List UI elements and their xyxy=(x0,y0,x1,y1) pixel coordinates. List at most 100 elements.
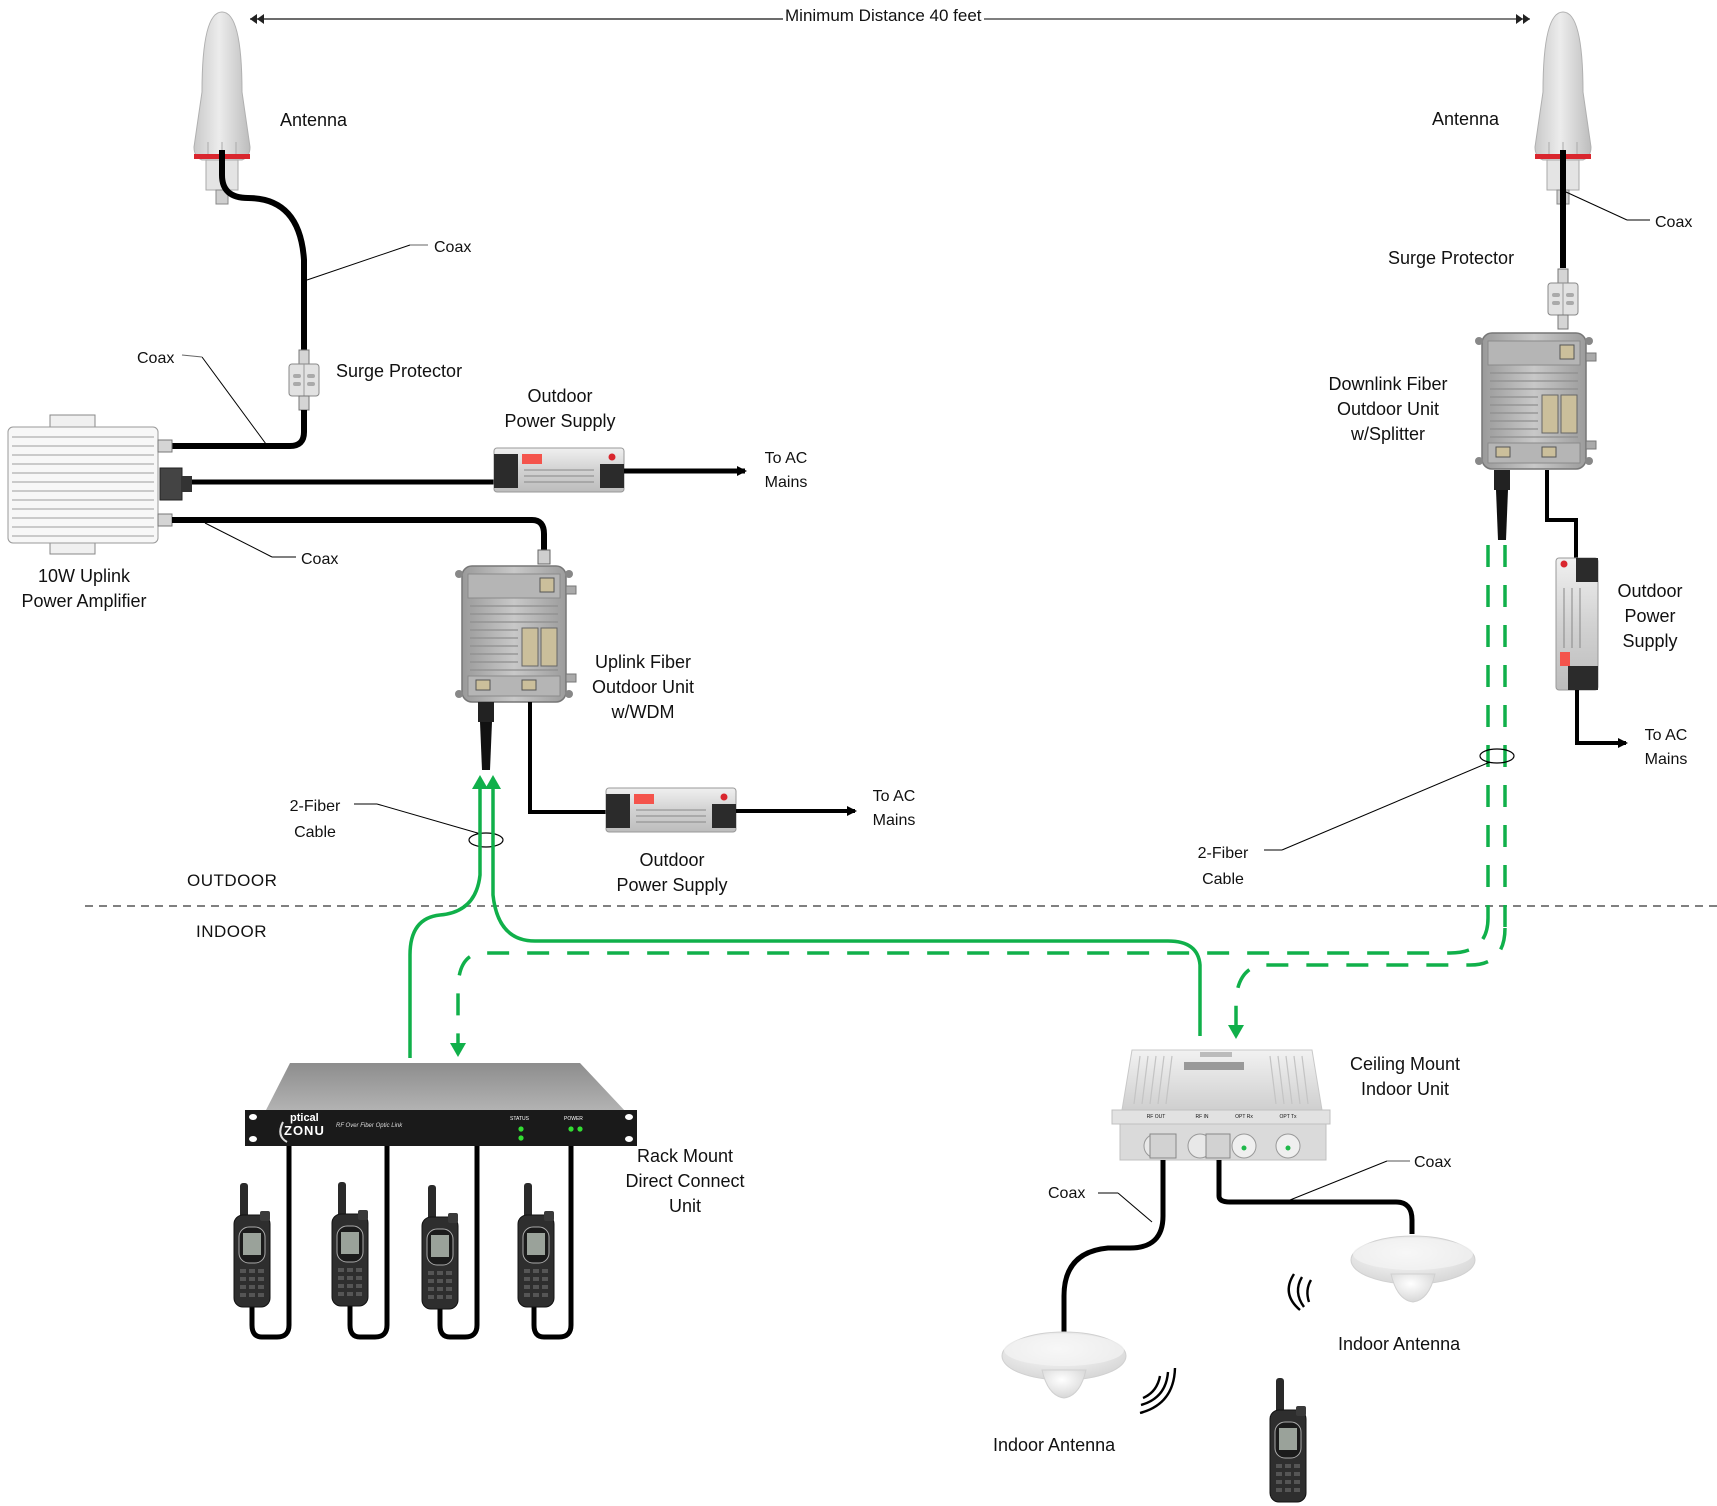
right-antenna-label: Antenna xyxy=(1432,109,1500,129)
label-line: Power Supply xyxy=(616,875,728,895)
uplink-fiber-from-rack xyxy=(408,775,488,1058)
label-line: 2-Fiber xyxy=(1197,845,1249,862)
right-coax-label: Coax xyxy=(1655,214,1693,231)
label-line: Supply xyxy=(1622,631,1678,651)
label-line: Outdoor xyxy=(1617,581,1683,601)
right-psu-to-ac-arrow xyxy=(1575,690,1628,748)
label-line: Mains xyxy=(1644,751,1688,768)
label-line: 2-Fiber xyxy=(289,798,341,815)
indoor-antenna-left-label: Indoor Antenna xyxy=(993,1435,1116,1455)
indoor-coax-left-leader xyxy=(1117,1192,1153,1223)
label-line: 10W Uplink xyxy=(37,566,131,586)
rack-mount-unit-label: Rack Mount Direct Connect Unit xyxy=(610,1144,760,1219)
port-label-rf-in: RF IN xyxy=(1195,1114,1209,1120)
right-coax-leader xyxy=(1565,191,1628,221)
label-line: Power Amplifier xyxy=(21,591,147,611)
right-ac-mains-label: To AC Mains xyxy=(1636,724,1696,772)
label-line: To AC xyxy=(764,450,808,467)
label-line: Outdoor xyxy=(527,386,593,406)
top-power-supply-label: Outdoor Power Supply xyxy=(490,384,630,434)
left-coax-bottom-label: Coax xyxy=(301,551,339,568)
indoor-dome-antenna-right-icon xyxy=(1350,1235,1476,1303)
left-surge-protector-icon xyxy=(288,349,320,411)
signal-waves-icon xyxy=(1139,1367,1177,1415)
downlink-power-cable xyxy=(1545,470,1578,558)
indoor-zone-label: INDOOR xyxy=(196,922,267,941)
left-fiber-leader xyxy=(376,803,482,835)
label-line: Mains xyxy=(764,474,808,491)
label-line: Outdoor Unit xyxy=(591,677,695,697)
handheld-radio-icon xyxy=(1269,1377,1307,1503)
uplink-fiber-boot xyxy=(478,702,494,770)
label-line: Power Supply xyxy=(504,411,616,431)
signal-waves-icon xyxy=(1287,1273,1313,1311)
right-fiber-cable-label: 2-Fiber Cable xyxy=(1190,841,1256,893)
uplink-fiber-from-ceiling xyxy=(485,775,1202,1036)
label-line: Downlink Fiber xyxy=(1328,374,1448,394)
handheld-radio-icon xyxy=(331,1181,369,1307)
right-surge-protector-label: Surge Protector xyxy=(1388,248,1515,268)
left-coax-mid-label: Coax xyxy=(137,350,175,367)
label-line: Mains xyxy=(872,812,916,829)
label-line: w/Splitter xyxy=(1350,424,1426,444)
indoor-coax-left-label: Coax xyxy=(1048,1185,1086,1202)
top-ac-mains-label: To AC Mains xyxy=(756,447,816,495)
label-line: To AC xyxy=(1644,727,1688,744)
downlink-fiber-unit-label: Downlink Fiber Outdoor Unit w/Splitter xyxy=(1318,372,1458,447)
rack-tagline: RF Over Fiber Optic Link xyxy=(336,1123,403,1129)
downlink-fiber-unit-icon xyxy=(1474,332,1597,470)
bottom-power-supply-label: Outdoor Power Supply xyxy=(602,848,742,898)
rack-power-label: POWER xyxy=(564,1116,583,1122)
handheld-radio-icon xyxy=(421,1184,459,1310)
indoor-coax-right-label: Coax xyxy=(1414,1154,1452,1171)
power-amplifier-label: 10W Uplink Power Amplifier xyxy=(4,564,164,614)
right-fiber-cable-bundle-marker xyxy=(1479,748,1515,764)
indoor-coax-right xyxy=(1216,1160,1415,1234)
handheld-radio-icon xyxy=(233,1182,271,1308)
top-power-supply-icon xyxy=(493,447,625,493)
left-coax-top-leader xyxy=(306,244,411,281)
left-coax-antenna-to-surge xyxy=(219,150,307,352)
rack-mount-unit-icon xyxy=(245,1063,637,1146)
left-surge-protector-label: Surge Protector xyxy=(336,361,463,381)
uplink-coax-connector xyxy=(537,549,551,565)
label-line: Outdoor Unit xyxy=(1336,399,1440,419)
left-coax-bottom-leader xyxy=(204,522,273,558)
uplink-fiber-unit-label: Uplink Fiber Outdoor Unit w/WDM xyxy=(578,650,708,725)
left-coax-surge-to-amp xyxy=(172,410,307,449)
right-power-supply-label: Outdoor Power Supply xyxy=(1610,579,1690,654)
left-coax-mid-leader xyxy=(201,356,267,445)
downlink-fiber-to-rack xyxy=(450,917,1490,1057)
left-coax-mid-leader-tick xyxy=(181,354,203,358)
left-fiber-cable-bundle-marker xyxy=(468,832,504,848)
left-antenna-label: Antenna xyxy=(280,110,348,130)
outdoor-zone-label: OUTDOOR xyxy=(187,871,278,890)
right-fiber-leader xyxy=(1281,761,1491,851)
label-line: Unit xyxy=(668,1196,701,1216)
label-line: Direct Connect xyxy=(625,1171,745,1191)
downlink-fiber-to-ceiling xyxy=(1228,927,1507,1039)
label-line: Cable xyxy=(1202,871,1244,888)
handheld-radio-icon xyxy=(517,1182,555,1308)
label-line: Rack Mount xyxy=(636,1146,734,1166)
uplink-fiber-unit-icon xyxy=(454,565,577,703)
rack-radio-cables xyxy=(249,1146,574,1340)
indoor-coax-right-leader xyxy=(1289,1160,1388,1201)
bottom-ac-mains-label: To AC Mains xyxy=(864,785,924,833)
left-coax-amp-to-uplink xyxy=(172,517,547,552)
indoor-antenna-right-label: Indoor Antenna xyxy=(1338,1334,1461,1354)
minimum-distance-label: Minimum Distance 40 feet xyxy=(783,6,984,26)
label-line: Cable xyxy=(294,824,336,841)
label-line: w/WDM xyxy=(611,702,675,722)
left-fiber-cable-label: 2-Fiber Cable xyxy=(282,794,348,846)
left-coax-top-label: Coax xyxy=(434,239,472,256)
right-power-supply-icon xyxy=(1555,557,1599,691)
ceiling-mount-unit-icon xyxy=(1111,1049,1331,1161)
label-line: To AC xyxy=(872,788,916,805)
label-line: Indoor Unit xyxy=(1360,1079,1450,1099)
port-label-opt-tx: OPT Tx xyxy=(1279,1114,1297,1120)
rack-status-label: STATUS xyxy=(510,1116,529,1122)
bottom-power-supply-icon xyxy=(605,787,737,833)
rack-brand-z-text: ZONU xyxy=(284,1123,325,1138)
label-line: Ceiling Mount xyxy=(1349,1054,1461,1074)
